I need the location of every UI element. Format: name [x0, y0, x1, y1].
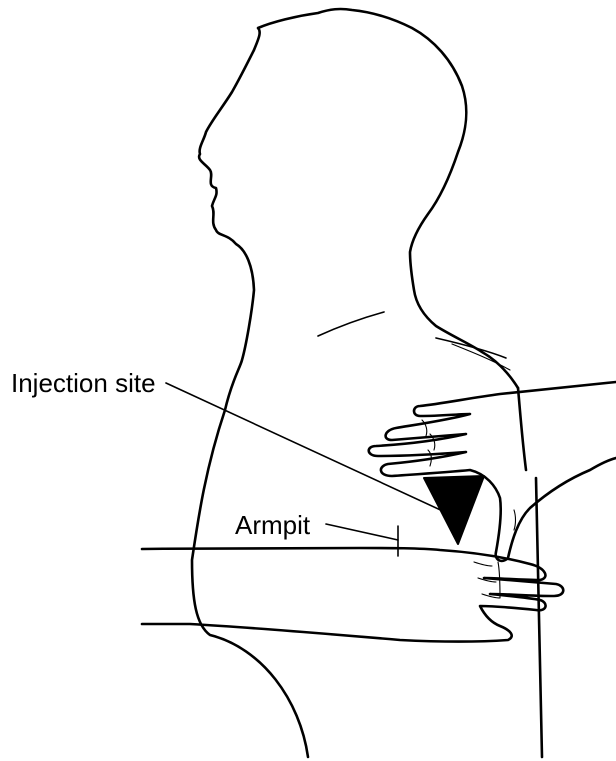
injection-site-marker-icon [424, 476, 484, 544]
torso-right-outline [536, 478, 542, 757]
far-arm-outline [518, 388, 526, 470]
chest-contour-upper [436, 338, 506, 358]
injection-site-leader-line [166, 383, 447, 513]
armpit-label: Armpit [235, 512, 310, 538]
head-and-face-outline [192, 9, 518, 757]
injection-site-label: Injection site [11, 370, 156, 396]
armpit-leader-line [326, 524, 398, 540]
collarbone-line [318, 312, 384, 336]
upper-hand-outline [369, 382, 616, 561]
